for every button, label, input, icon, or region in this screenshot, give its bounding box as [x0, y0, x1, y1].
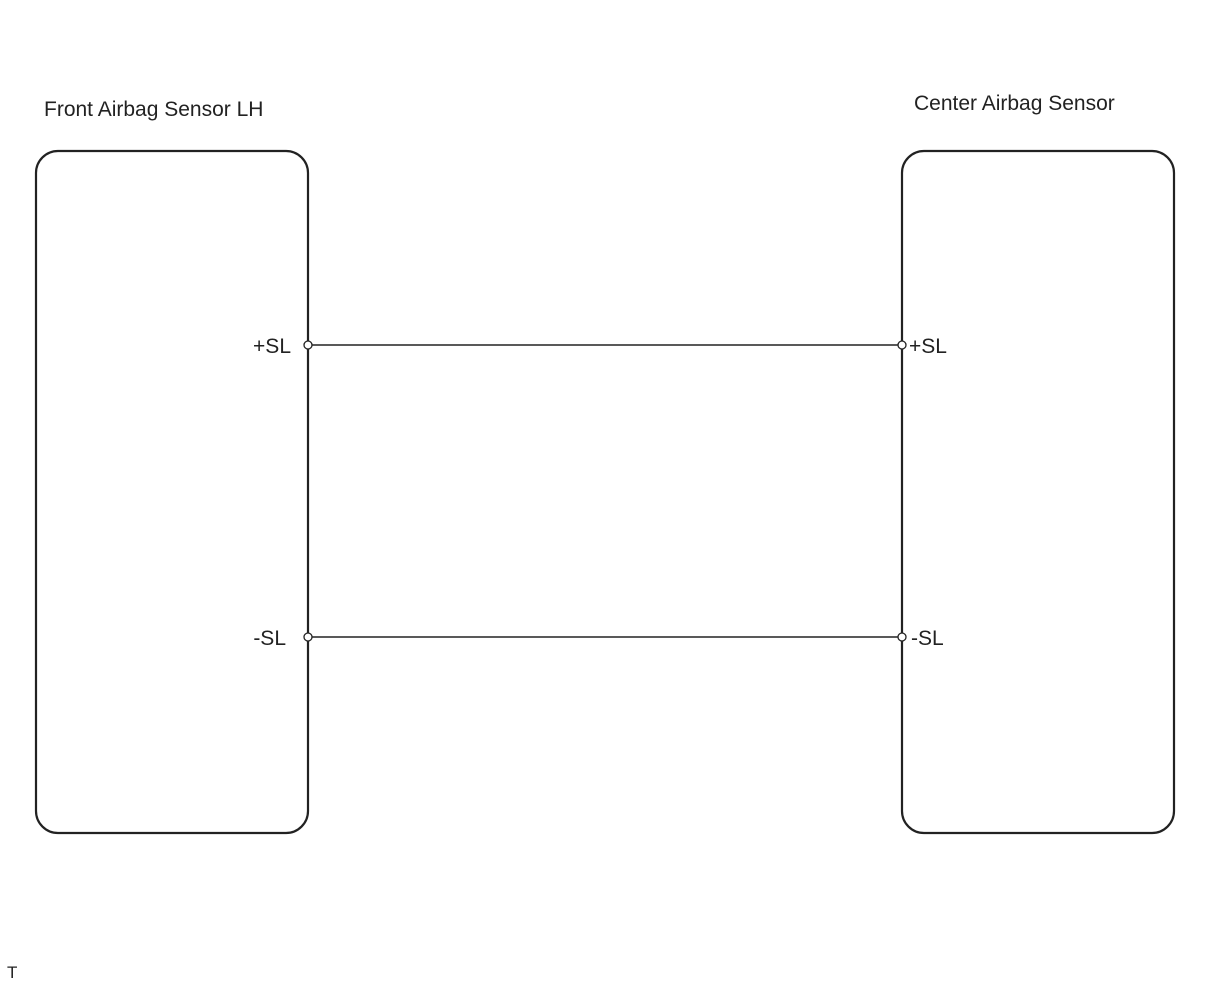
center-airbag-sensor-title: Center Airbag Sensor — [914, 92, 1115, 115]
corner-mark: T — [7, 963, 17, 982]
right-minus-sl-label: -SL — [911, 627, 944, 650]
left-plus-sl-terminal — [303, 340, 313, 350]
front-airbag-sensor-lh-title: Front Airbag Sensor LH — [44, 98, 263, 121]
center-airbag-sensor-box — [900, 149, 1176, 835]
left-minus-sl-label: -SL — [253, 627, 286, 650]
front-airbag-sensor-lh-box — [34, 149, 310, 835]
left-minus-sl-terminal — [303, 632, 313, 642]
left-plus-sl-label: +SL — [253, 335, 291, 358]
right-plus-sl-label: +SL — [909, 335, 947, 358]
right-plus-sl-terminal — [897, 340, 907, 350]
right-minus-sl-terminal — [897, 632, 907, 642]
